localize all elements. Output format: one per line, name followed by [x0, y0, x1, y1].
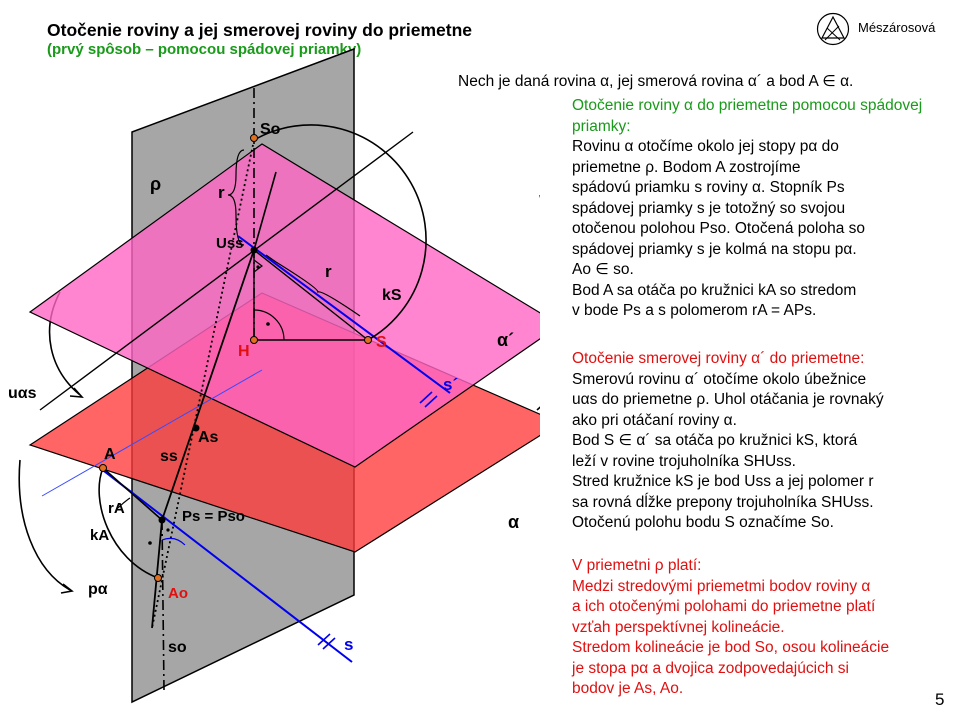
label-Ao: Ao	[168, 585, 188, 602]
text-line: Smerovú rovinu α´ otočíme okolo úbežnice	[572, 370, 867, 388]
geometry-diagram: ρ So r Uss r kS H S α´ s´ uαs As A ss rA…	[8, 47, 540, 704]
text-line: spádovej priamky s je totožný so svojou	[572, 199, 846, 217]
point-Uss	[250, 246, 258, 254]
text-line: Stredom kolineácie je bod So, osou kolin…	[572, 639, 890, 656]
label-kA: kA	[90, 527, 109, 544]
label-alpha: α	[508, 512, 519, 532]
page-number: 5	[935, 690, 945, 709]
rotation-arrow-p	[18, 459, 71, 591]
text-line: Medzi stredovými priemetmi bodov roviny …	[572, 577, 871, 595]
point-S	[364, 336, 372, 344]
intro-text: Nech je daná rovina α, jej smerová rovin…	[458, 73, 854, 90]
section-heading: Otočenie roviny α do priemetne pomocou s…	[572, 97, 923, 135]
label-So: So	[260, 121, 281, 138]
s-prime-line	[237, 235, 451, 394]
label-S: S	[376, 334, 387, 351]
alpha-prime-plane	[28, 143, 540, 468]
text-line: Otočenú polohu bodu S označíme So.	[572, 514, 834, 531]
rotation-plane-section: Otočenie roviny α do priemetne pomocou s…	[572, 96, 956, 322]
rotation-arrow-p-head	[60, 583, 74, 594]
label-rA: rA	[108, 500, 125, 517]
section-heading: V priemetni ρ platí:	[572, 557, 702, 574]
text-line: je stopa pα a dvojica zodpovedajúcich si	[572, 659, 849, 677]
point-As	[192, 424, 200, 432]
u-alpha-s-blue	[41, 369, 263, 497]
label-alpha-prime: α´	[497, 330, 514, 350]
label-r-top: r	[218, 183, 225, 202]
label-rho: ρ	[150, 174, 161, 194]
text-line: ako pri otáčaní roviny α.	[572, 411, 737, 429]
label-As: As	[198, 429, 219, 446]
text-line: otočenou polohou Pso. Otočená poloha so	[572, 220, 866, 237]
label-so: so	[168, 639, 187, 656]
label-Uss: Uss	[216, 235, 244, 252]
collineation-section: V priemetni ρ platí: Medzi stredovými pr…	[572, 556, 956, 700]
text-line: bodov je As, Ao.	[572, 680, 684, 697]
label-kS: kS	[382, 287, 402, 304]
text-line: a ich otočenými polohami do priemetne pl…	[572, 598, 876, 615]
kS-arc	[253, 124, 427, 341]
point-H	[250, 336, 258, 344]
text-line: spádovej priamky s je kolmá na stopu pα.	[572, 240, 857, 258]
text-line: Rovinu α otočíme okolo jej stopy pα do	[572, 138, 839, 155]
text-line: vzťah perspektívnej kolineácie.	[572, 618, 785, 636]
text-line: uαs do priemetne ρ. Uhol otáčania je rov…	[572, 391, 884, 408]
text-line: spádovú priamku s roviny α. Stopník Ps	[572, 179, 845, 196]
text-line: Ao ∈ so.	[572, 261, 634, 278]
label-ss: ss	[160, 448, 178, 465]
rotation-direction-plane-section: Otočenie smerovej roviny α´ do priemetne…	[572, 349, 956, 534]
author-name: Mészárosová	[858, 20, 936, 35]
s-line	[99, 467, 353, 663]
text-line: sa rovná dĺžke prepony trojuholníka SHUs…	[572, 493, 874, 511]
point-Ps	[158, 516, 166, 524]
point-So	[250, 134, 258, 142]
label-p-alpha: pα	[88, 581, 108, 598]
kA-arc	[98, 467, 159, 579]
dotted-so-ao	[151, 139, 255, 629]
label-A: A	[104, 446, 116, 463]
rotation-arrow-u-head	[69, 387, 84, 398]
page-title: Otočenie roviny a jej smerovej roviny do…	[47, 20, 473, 40]
point-A	[99, 464, 107, 472]
label-r-mid: r	[325, 262, 332, 281]
label-Ps-eq: Ps = Pso	[182, 508, 245, 525]
triangle-circle-logo-icon	[816, 12, 850, 46]
section-heading: Otočenie smerovej roviny α´ do priemetne…	[572, 350, 865, 367]
text-line: Bod A sa otáča po kružnici kA so stredom	[572, 281, 857, 299]
triangle-side	[253, 249, 369, 341]
label-u-alpha-s: uαs	[8, 385, 37, 402]
text-line: v bode Ps a s polomerom rA = APs.	[572, 302, 817, 319]
text-line: Bod S ∈ α´ sa otáča po kružnici kS, ktor…	[572, 432, 858, 449]
text-line: Stred kružnice kS je bod Uss a jej polom…	[572, 473, 874, 490]
spad-line-ss	[161, 249, 255, 521]
label-s-prime: s´	[443, 375, 458, 394]
label-H: H	[238, 343, 250, 360]
page-subtitle: (prvý spôsob – pomocou spádovej priamky)	[47, 41, 362, 58]
u-alpha-s-line	[39, 131, 414, 411]
point-Ao	[154, 574, 162, 582]
text-line: leží v rovine trojuholníka SHUss.	[572, 452, 796, 470]
label-s: s	[344, 635, 353, 654]
text-line: priemetne ρ. Bodom A zostrojíme	[572, 158, 801, 176]
